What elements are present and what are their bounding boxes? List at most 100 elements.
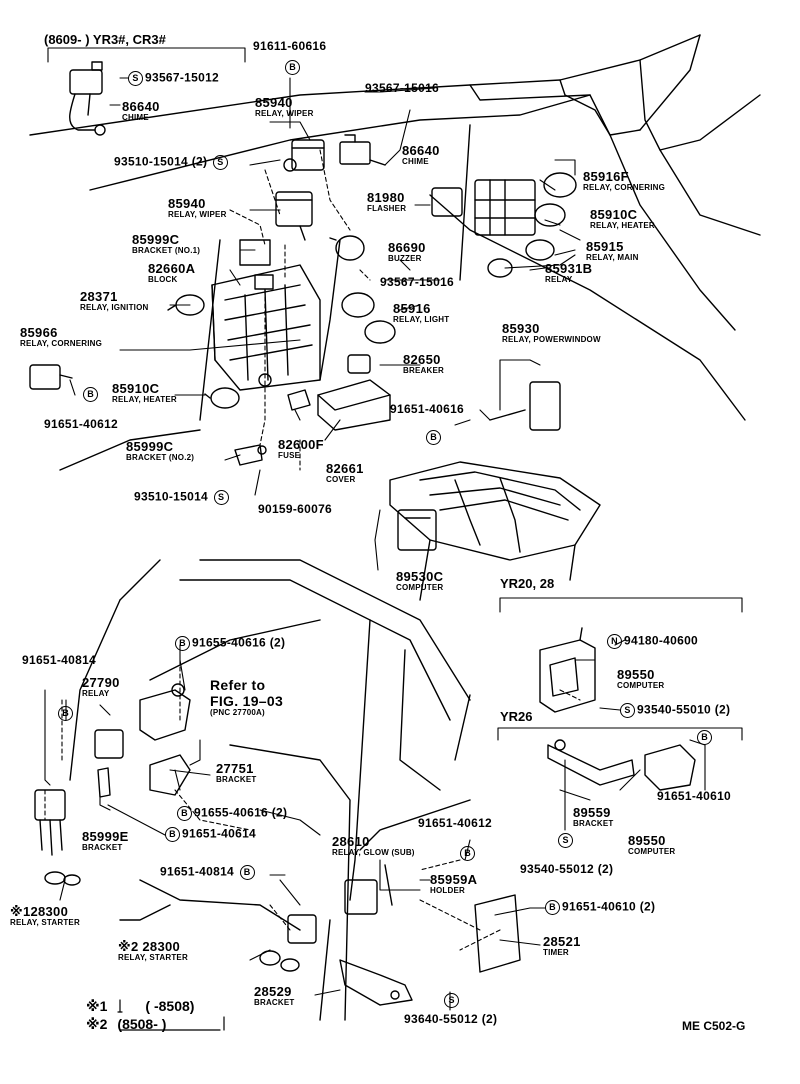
part-relay-cluster — [474, 179, 536, 236]
legend-line-2: ※2(8508- ) — [86, 1016, 167, 1032]
part-computer-89530c — [397, 509, 437, 551]
hw-label-19: 91651-40814 B — [160, 865, 257, 880]
part-cornering-relay-right — [543, 172, 577, 198]
hw-label-3: 93567-15016 — [365, 81, 440, 95]
hw-label-5: 93567-15016 — [380, 275, 455, 289]
part-flasher — [431, 187, 463, 217]
legend-line-1: ※1( -8508) — [86, 998, 195, 1014]
hw-symbol-15: S — [556, 833, 575, 849]
part-heater-relay-left — [204, 387, 240, 409]
center-console — [389, 461, 601, 601]
hw-symbol-14: B — [695, 730, 714, 746]
hw-label-7: 91651-40616 — [390, 402, 465, 416]
part-chime-top — [69, 61, 106, 136]
header-yr26: YR26 — [500, 709, 533, 724]
part-cover — [317, 379, 391, 431]
hw-symbol-18: B — [458, 846, 477, 862]
legend-brackets — [117, 999, 225, 1031]
hw-symbol-2: B — [283, 60, 302, 76]
part-wiper-relay-1 — [283, 139, 325, 172]
hw-label-14: 91651-40610 — [657, 789, 732, 803]
part-powerwindow-relay — [489, 381, 561, 431]
part-cornering-relay-left — [29, 364, 73, 390]
part-heater-relay-right — [534, 203, 566, 227]
part-starter-relay-1 — [34, 789, 81, 886]
hw-symbol-11: B — [56, 706, 75, 722]
hw-symbol-21: S — [442, 993, 461, 1009]
hw-label-9: 90159-60076 — [258, 502, 333, 516]
hw-label-15: 93540-55012 (2) — [520, 862, 614, 876]
part-chime-2 — [339, 134, 386, 166]
part-starter-relay-2 — [259, 914, 317, 972]
part-timer — [474, 894, 521, 973]
part-main-relay — [525, 239, 555, 261]
part-bracket-2 — [234, 444, 267, 466]
hw-label-11: 91651-40814 — [22, 653, 97, 667]
hw-label-18: 91651-40612 — [418, 816, 493, 830]
refer-note: Refer to FIG. 19–03 (PNC 27700A) — [210, 677, 284, 717]
part-bracket-85999e — [97, 767, 111, 798]
hw-symbol-7: B — [424, 430, 443, 446]
hw-label-6: 91651-40612 — [44, 417, 119, 431]
dashed-leaders — [44, 149, 581, 951]
part-bracket-28529 — [339, 959, 413, 1006]
part-glow-relay — [344, 864, 393, 915]
hw-label-2: 91611-60616 — [253, 39, 327, 53]
hw-symbol-6: B — [81, 387, 100, 403]
part-wiper-relay-2 — [275, 191, 313, 241]
part-bracket-89559 — [547, 739, 635, 786]
part-buzzer — [329, 235, 365, 261]
hw-label-8: 93510-15014 S — [134, 490, 231, 505]
part-breaker — [347, 354, 371, 374]
part-computer-yr20 — [539, 627, 596, 713]
part-fuse — [287, 389, 311, 411]
part-bracket-27751 — [149, 754, 191, 796]
figure-code: ME C502-G — [682, 1019, 746, 1033]
part-ignition-relay — [167, 294, 205, 316]
part-relay-85931b — [487, 258, 513, 278]
part-light-relay — [341, 292, 396, 344]
header-yr20: YR20, 28 — [500, 576, 555, 591]
part-fuse-block — [211, 239, 321, 391]
